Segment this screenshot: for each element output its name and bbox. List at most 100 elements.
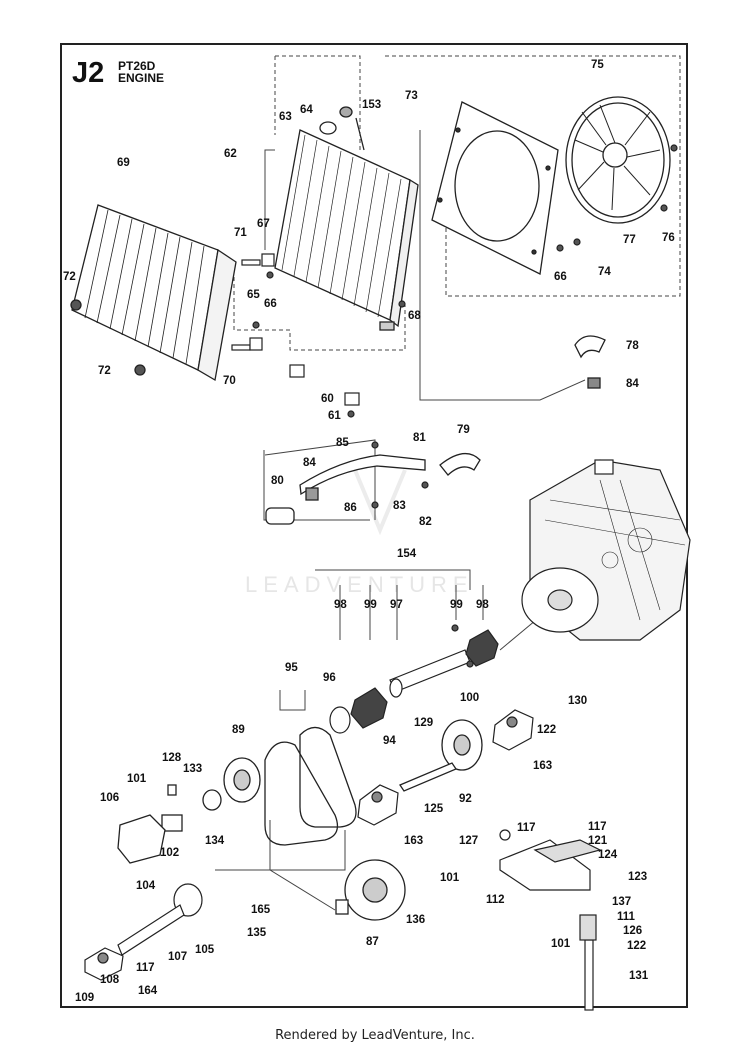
callout-109: 109: [75, 992, 94, 1004]
callout-64: 64: [300, 104, 313, 116]
callout-89: 89: [232, 724, 245, 736]
callout-126: 126: [623, 925, 642, 937]
callout-61: 61: [328, 410, 341, 422]
callout-82: 82: [419, 516, 432, 528]
callout-96: 96: [323, 672, 336, 684]
footer-credit: Rendered by LeadVenture, Inc.: [275, 1028, 475, 1043]
callout-122-a: 122: [537, 724, 556, 736]
callout-124: 124: [598, 849, 618, 861]
callout-163-b: 163: [404, 835, 423, 847]
callout-79: 79: [457, 424, 470, 436]
callout-163-a: 163: [533, 760, 552, 772]
callout-108: 108: [100, 974, 120, 986]
engine-block: [521, 459, 691, 641]
callout-71: 71: [234, 227, 247, 239]
callout-83: 83: [393, 500, 406, 512]
callout-68: 68: [408, 310, 421, 322]
callout-66-a: 66: [264, 298, 277, 310]
callout-133: 133: [183, 763, 202, 775]
radiator-62: [274, 106, 419, 331]
drive-shaft: [329, 624, 499, 734]
callout-66-b: 66: [554, 271, 567, 283]
fan-75: [565, 96, 671, 224]
bracket-112: [499, 829, 602, 1011]
callout-85: 85: [336, 437, 349, 449]
callout-129: 129: [414, 717, 433, 729]
callout-101-b: 101: [440, 872, 460, 884]
callout-81: 81: [413, 432, 426, 444]
bearings-163: [357, 709, 534, 826]
callout-73: 73: [405, 90, 418, 102]
callout-117-c: 117: [136, 962, 155, 974]
callout-131: 131: [629, 970, 649, 982]
callout-100: 100: [460, 692, 479, 704]
oil-cooler-69: [70, 204, 237, 382]
page-code: J2: [72, 57, 105, 89]
callout-102: 102: [160, 847, 179, 859]
callout-127: 127: [459, 835, 478, 847]
diagram-frame: [60, 43, 688, 1008]
shroud-73: [431, 101, 559, 275]
callout-117-a: 117: [517, 822, 536, 834]
small-parts-upper: [231, 144, 678, 509]
callout-63: 63: [279, 111, 292, 123]
callout-99-b: 99: [450, 599, 463, 611]
callout-80: 80: [271, 475, 284, 487]
belts-95: [264, 726, 357, 846]
callout-86: 86: [344, 502, 357, 514]
callout-98-b: 98: [476, 599, 489, 611]
callout-72-b: 72: [98, 365, 111, 377]
callout-75: 75: [591, 59, 604, 71]
callout-154: 154: [397, 548, 417, 560]
callout-123: 123: [628, 871, 647, 883]
callout-70: 70: [223, 375, 236, 387]
callout-87: 87: [366, 936, 379, 948]
watermark-text: LEADVENTURE: [245, 572, 474, 597]
callout-128: 128: [162, 752, 182, 764]
callout-117-b: 117: [588, 821, 607, 833]
callout-101-a: 101: [127, 773, 147, 785]
callout-137: 137: [612, 896, 631, 908]
callout-69: 69: [117, 157, 130, 169]
callout-97: 97: [390, 599, 403, 611]
callout-164: 164: [138, 985, 158, 997]
callout-134: 134: [205, 835, 225, 847]
callout-labels: 153 64 63 62 69 71 67 72 65 66 68 72 70 …: [63, 59, 675, 1004]
callout-72-a: 72: [63, 271, 76, 283]
callout-67: 67: [257, 218, 270, 230]
callout-92: 92: [459, 793, 472, 805]
callout-94: 94: [383, 735, 396, 747]
callout-84-b: 84: [303, 457, 316, 469]
section-title: ENGINE: [118, 71, 165, 85]
callout-104: 104: [136, 880, 156, 892]
callout-78: 78: [626, 340, 639, 352]
callout-136: 136: [406, 914, 425, 926]
callout-165: 165: [251, 904, 271, 916]
callout-77: 77: [623, 234, 636, 246]
hoses: [265, 335, 606, 525]
callout-153: 153: [362, 99, 381, 111]
callout-74: 74: [598, 266, 611, 278]
callout-135: 135: [247, 927, 267, 939]
callout-98-a: 98: [334, 599, 347, 611]
callout-111: 111: [617, 911, 636, 923]
callout-125: 125: [424, 803, 444, 815]
callout-122-b: 122: [627, 940, 646, 952]
callout-76: 76: [662, 232, 675, 244]
callout-106: 106: [100, 792, 119, 804]
callout-112: 112: [486, 894, 505, 906]
callout-60: 60: [321, 393, 334, 405]
callout-121: 121: [588, 835, 608, 847]
callout-99-a: 99: [364, 599, 377, 611]
pulleys: [117, 719, 483, 864]
callout-65: 65: [247, 289, 260, 301]
group-outlines: [233, 55, 681, 351]
callout-130: 130: [568, 695, 587, 707]
callout-107: 107: [168, 951, 187, 963]
callout-101-c: 101: [551, 938, 571, 950]
callout-105: 105: [195, 944, 215, 956]
callout-84-a: 84: [626, 378, 639, 390]
callout-95: 95: [285, 662, 298, 674]
watermark: LEADVENTURE: [245, 469, 474, 597]
